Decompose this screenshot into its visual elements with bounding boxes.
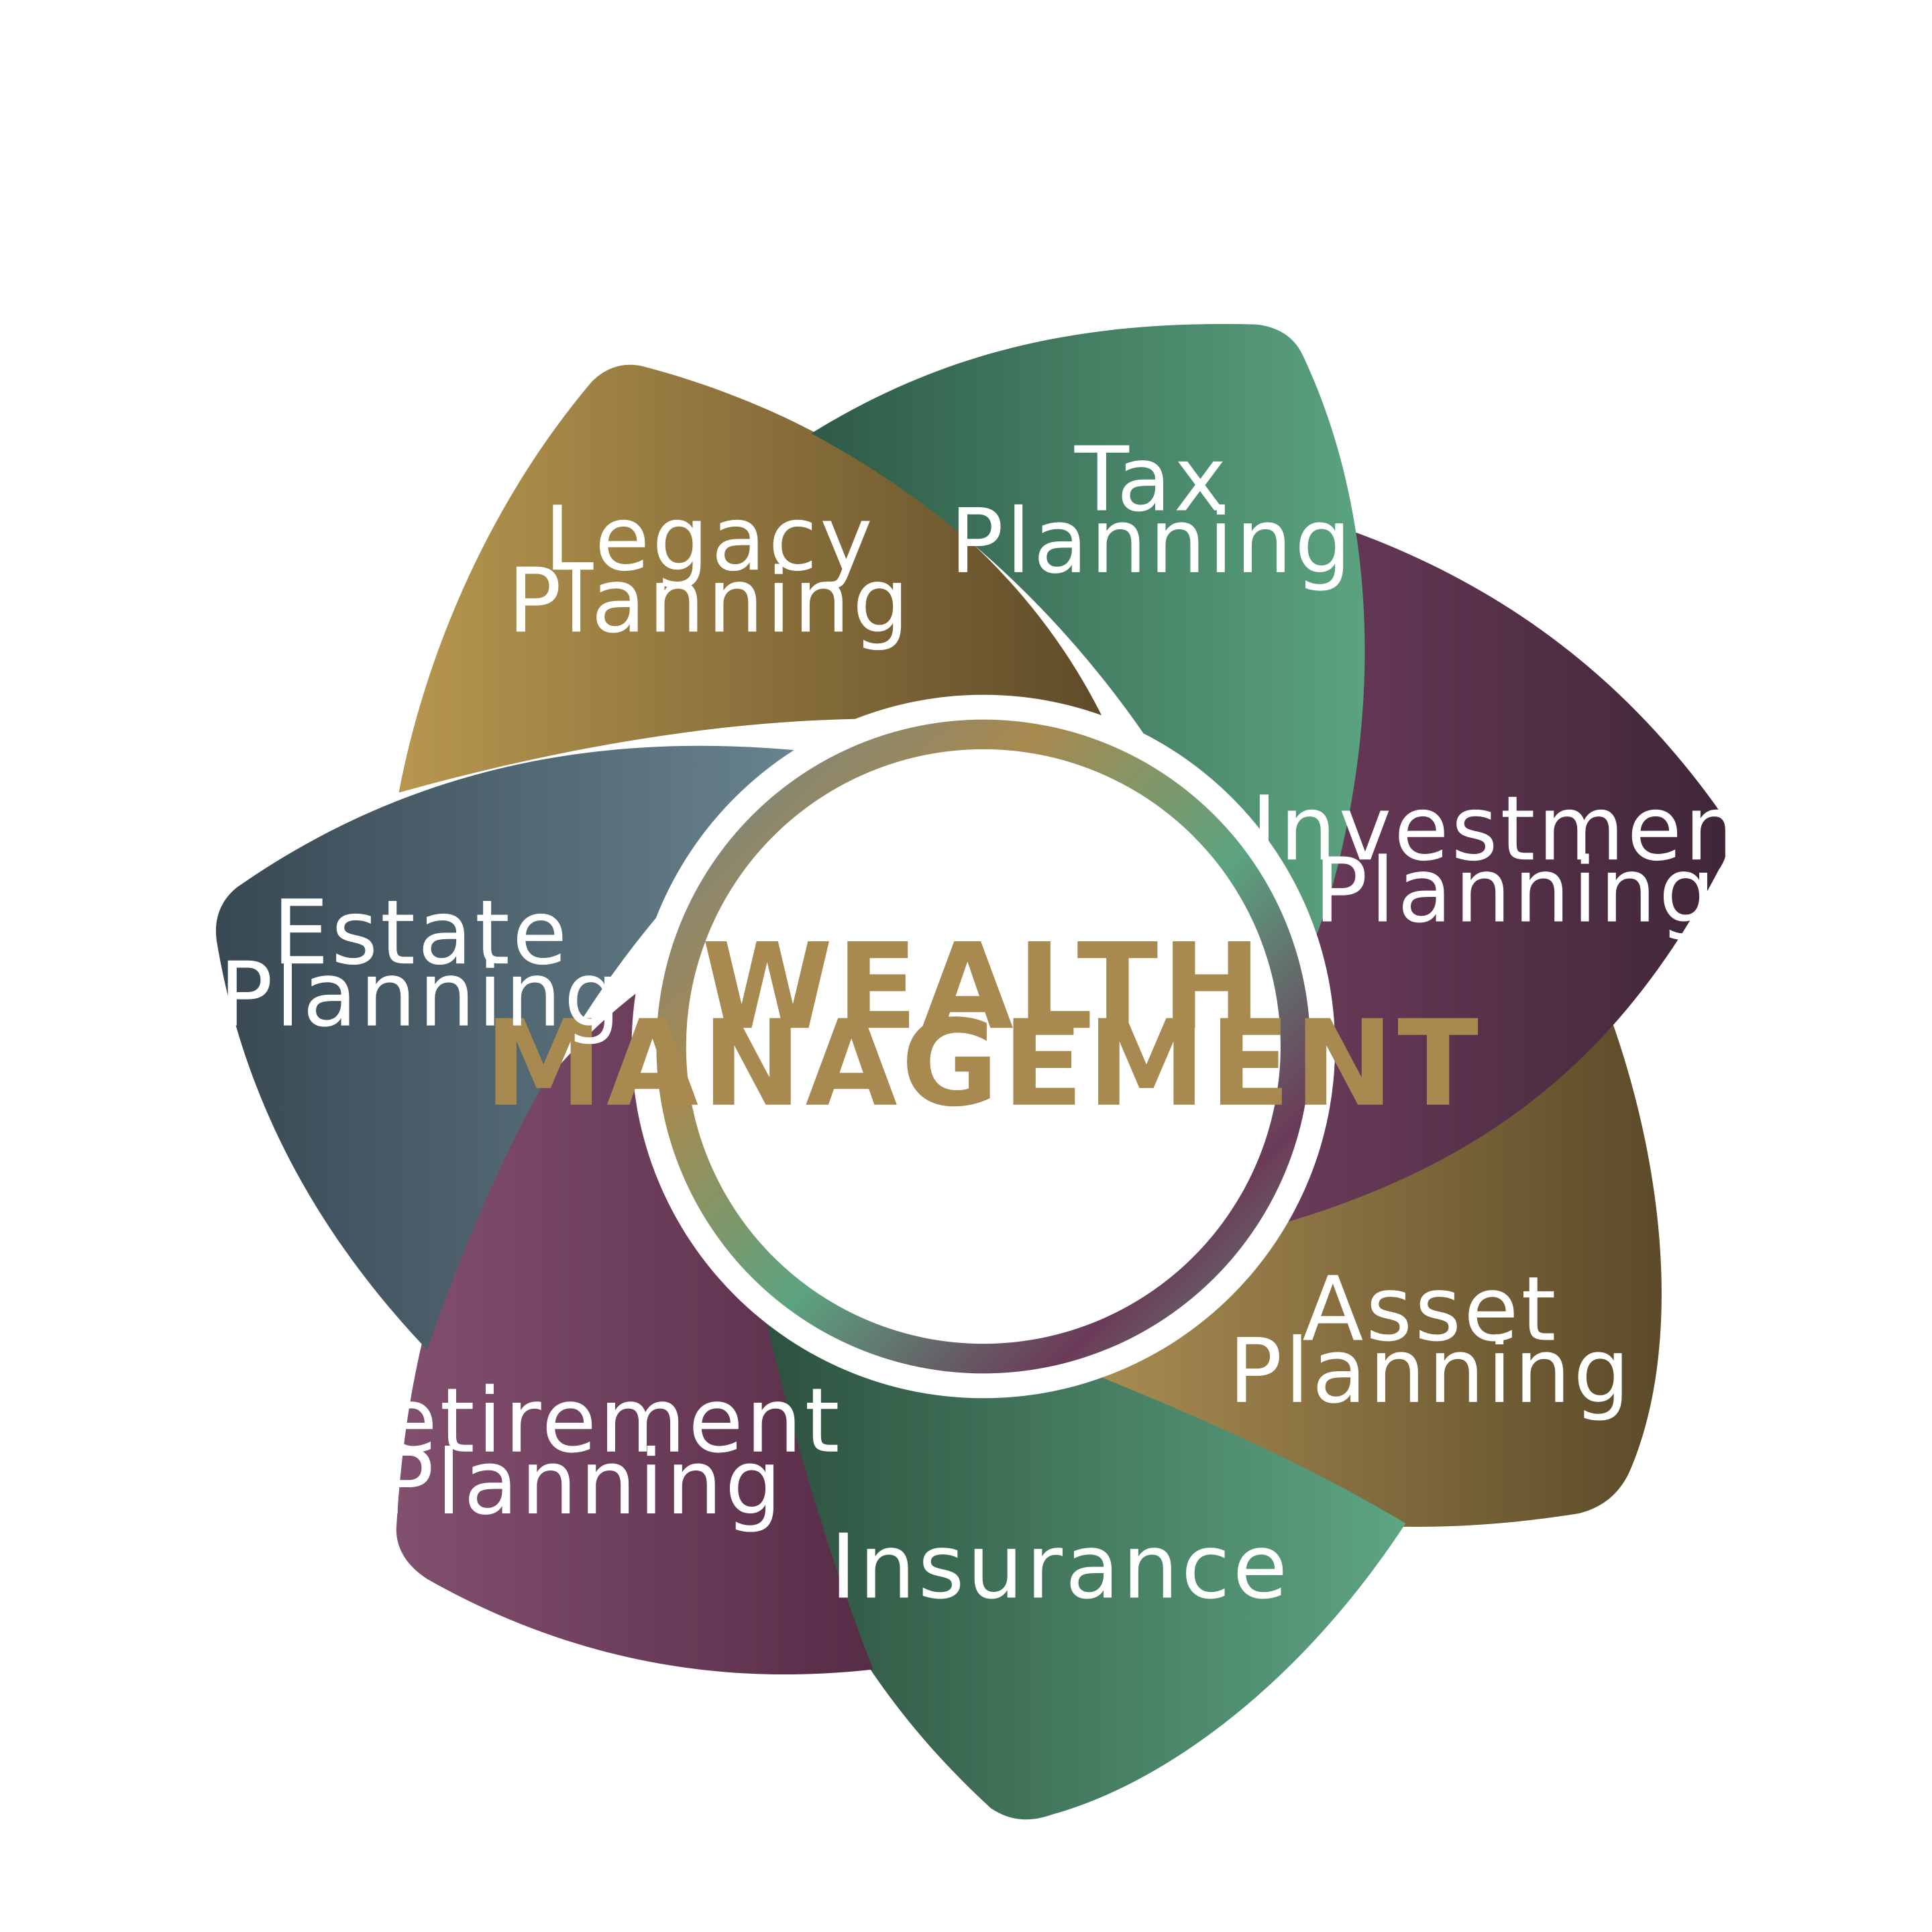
center-title-line1: WEALTH bbox=[702, 917, 1265, 1056]
segment-investment[interactable] bbox=[1250, 532, 1728, 1232]
label-tax: Tax Planning bbox=[950, 429, 1354, 594]
retirement-label-line1: Retirement bbox=[322, 1370, 842, 1473]
center-disc bbox=[686, 749, 1281, 1344]
tax-label-line2: Planning bbox=[950, 490, 1354, 594]
investment-label-line1: Investment bbox=[1251, 777, 1781, 881]
legacy-label-line2: Planning bbox=[508, 550, 912, 653]
label-retirement: Retirement Planning bbox=[322, 1370, 842, 1535]
insurance-label-line1: Insurance bbox=[830, 1516, 1290, 1619]
segment-legacy[interactable] bbox=[398, 364, 1115, 793]
label-legacy: Legacy Planning bbox=[508, 488, 912, 653]
asset-label-line1: Asset bbox=[1302, 1258, 1558, 1362]
legacy-label-line1: Legacy bbox=[544, 488, 875, 591]
tax-label-line1: Tax bbox=[1074, 429, 1229, 532]
center-title-line2: MANAGEMENT bbox=[484, 994, 1483, 1133]
segment-estate[interactable] bbox=[215, 745, 843, 1350]
label-investment: Investment Planning bbox=[1251, 777, 1781, 943]
estate-label-line2: Planning bbox=[219, 944, 623, 1047]
asset-label-line2: Planning bbox=[1228, 1320, 1632, 1424]
investment-label-line2: Planning bbox=[1314, 840, 1718, 943]
label-insurance: Insurance bbox=[830, 1516, 1290, 1619]
label-estate: Estate Planning bbox=[219, 881, 623, 1047]
retirement-label-line2: Planning bbox=[380, 1432, 784, 1535]
estate-label-line1: Estate bbox=[272, 881, 570, 985]
label-asset: Asset Planning bbox=[1228, 1258, 1632, 1424]
center-hub: WEALTH MANAGEMENT bbox=[484, 694, 1483, 1399]
